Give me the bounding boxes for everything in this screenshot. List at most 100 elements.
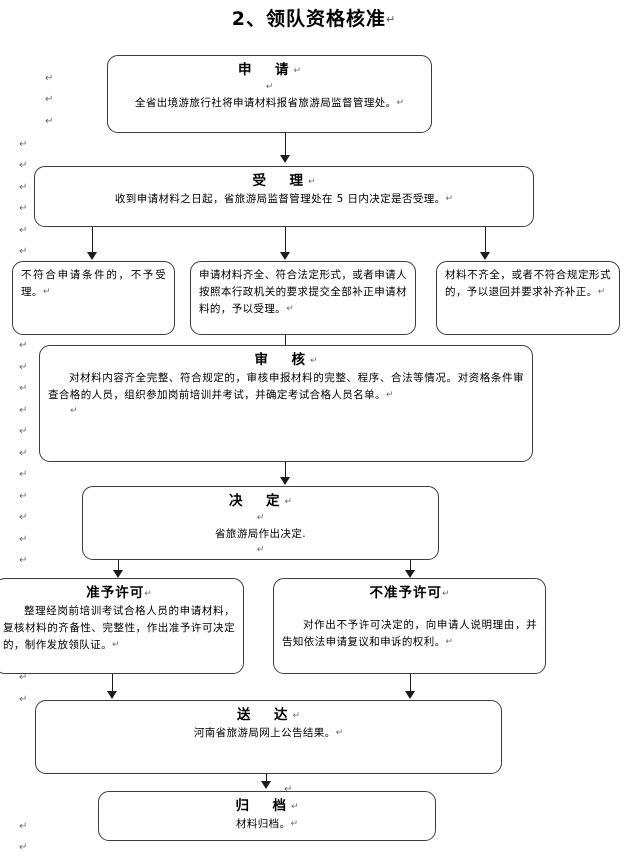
node-apply-blank: ↵	[116, 80, 423, 95]
connector-accept-to-return	[485, 227, 486, 252]
paragraph-mark-icon: ↵	[19, 469, 28, 480]
node-return-incomplete-body-text: 材料不齐全，或者不符合规定形式的，予以退回并要求补齐补正。	[445, 269, 611, 298]
connector-deliver-to-archive	[266, 774, 267, 784]
node-permit-denied-head-text: 不准予许可	[369, 585, 442, 601]
node-accept[interactable]: 受 理↵ 收到申请材料之日起，省旅游局监督管理处在 5 日内决定是否受理。↵	[34, 166, 534, 227]
node-deliver-body-text: 河南省旅游局网上公告结果。	[193, 727, 336, 739]
paragraph-mark-icon: ↵	[293, 66, 302, 76]
connector-accept-to-accept-complete	[285, 227, 286, 252]
arrowhead-icon	[107, 691, 117, 699]
paragraph-mark-icon: ↵	[19, 225, 28, 236]
node-decision-body: 省旅游局作出决定.	[91, 526, 430, 543]
paragraph-mark-icon: ↵	[19, 340, 28, 351]
arrowhead-icon	[113, 570, 123, 578]
paragraph-mark-icon: ↵	[19, 160, 28, 171]
node-accept-complete-body: 申请材料齐全、符合法定形式，或者申请人按照本行政机关的要求提交全部补正申请材料的…	[199, 267, 407, 318]
node-decision[interactable]: 决 定↵ ↵ 省旅游局作出决定. ↵	[82, 486, 439, 560]
node-review-head-text: 审 核	[254, 352, 310, 368]
node-accept-head-text: 受 理	[252, 173, 308, 189]
arrowhead-icon	[280, 155, 290, 163]
paragraph-mark-icon: ↵	[112, 640, 120, 650]
node-accept-head: 受 理↵	[43, 172, 525, 191]
node-accept-body-text: 收到申请材料之日起，省旅游局监督管理处在 5 日内决定是否受理。	[114, 193, 446, 205]
paragraph-mark-icon: ↵	[256, 545, 265, 555]
node-accept-body: 收到申请材料之日起，省旅游局监督管理处在 5 日内决定是否受理。↵	[43, 191, 525, 208]
connector-review-to-decision	[285, 462, 286, 477]
paragraph-mark-icon: ↵	[144, 589, 152, 599]
node-decision-blank-bottom: ↵	[91, 543, 430, 558]
node-accept-complete[interactable]: 申请材料齐全、符合法定形式，或者申请人按照本行政机关的要求提交全部补正申请材料的…	[190, 261, 416, 335]
node-permit-denied-body-text: 对作出不予许可决定的，向申请人说明理由，并告知依法申请复议和申诉的权利。	[282, 619, 537, 648]
paragraph-mark-icon: ↵	[441, 589, 450, 599]
paragraph-mark-icon: ↵	[45, 116, 54, 127]
node-reject-condition-body-text: 不符合申请条件的，不予受理。	[21, 269, 166, 298]
page-title: 2、领队资格核准↵	[0, 4, 627, 31]
paragraph-mark-icon: ↵	[445, 194, 454, 204]
paragraph-mark-icon: ↵	[19, 672, 28, 683]
paragraph-mark-icon: ↵	[19, 405, 28, 416]
paragraph-mark-icon: ↵	[335, 728, 344, 738]
node-apply[interactable]: 申 请↵ ↵ 全省出境游旅行社将申请材料报省旅游局监督管理处。↵	[107, 55, 432, 133]
paragraph-mark-icon: ↵	[45, 73, 54, 84]
paragraph-mark-icon: ↵	[19, 842, 28, 852]
node-reject-condition-body: 不符合申请条件的，不予受理。↵	[21, 267, 166, 301]
node-permit-denied-blank	[282, 603, 537, 617]
paragraph-mark-icon: ↵	[265, 82, 274, 92]
arrowhead-icon	[87, 252, 97, 260]
arrowhead-icon	[280, 477, 290, 485]
paragraph-mark-icon: ↵	[19, 694, 28, 705]
node-archive-body-text: 材料归档。	[235, 818, 291, 830]
paragraph-mark-icon: ↵	[19, 448, 28, 459]
node-deliver[interactable]: 送 达↵ 河南省旅游局网上公告结果。↵	[35, 700, 502, 774]
node-permit-granted-body-text: 整理经岗前培训考试合格人员的申请材料，复核材料的齐备性、完整性，作出准予许可决定…	[3, 605, 235, 651]
paragraph-mark-icon: ↵	[19, 555, 28, 566]
node-archive[interactable]: 归 档↵ 材料归档。↵	[98, 791, 436, 841]
paragraph-mark-icon: ↵	[256, 513, 265, 523]
node-decision-body-text: 省旅游局作出决定.	[215, 528, 306, 540]
node-permit-denied-body: 对作出不予许可决定的，向申请人说明理由，并告知依法申请复议和申诉的权利。↵	[282, 617, 537, 651]
node-return-incomplete[interactable]: 材料不齐全，或者不符合规定形式的，予以退回并要求补齐补正。↵	[436, 261, 620, 335]
paragraph-mark-icon: ↵	[307, 177, 316, 187]
node-archive-head: 归 档↵	[107, 797, 427, 816]
connector-decision-to-denied	[410, 560, 411, 572]
node-permit-denied[interactable]: 不准予许可↵ 对作出不予许可决定的，向申请人说明理由，并告知依法申请复议和申诉的…	[273, 578, 546, 674]
node-permit-granted[interactable]: 准予许可↵ 整理经岗前培训考试合格人员的申请材料，复核材料的齐备性、完整性，作出…	[0, 578, 244, 674]
node-review-body: 对材料内容齐全完整、符合规定的，审核申报材料的完整、程序、合法等情况。对资格条件…	[48, 370, 524, 404]
node-apply-head-text: 申 请	[237, 62, 294, 78]
paragraph-mark-icon: ↵	[45, 94, 54, 105]
paragraph-mark-icon: ↵	[19, 426, 28, 437]
paragraph-mark-icon: ↵	[445, 637, 454, 647]
paragraph-mark-icon: ↵	[19, 534, 28, 545]
node-permit-denied-head: 不准予许可↵	[282, 584, 537, 603]
node-decision-blank-top: ↵	[91, 511, 430, 526]
paragraph-mark-icon: ↵	[386, 13, 396, 26]
node-apply-body-text: 全省出境游旅行社将申请材料报省旅游局监督管理处。	[134, 97, 397, 109]
arrowhead-icon	[480, 252, 490, 260]
node-permit-granted-body: 整理经岗前培训考试合格人员的申请材料，复核材料的齐备性、完整性，作出准予许可决定…	[3, 603, 235, 654]
node-deliver-head: 送 达↵	[44, 706, 493, 725]
node-review-head: 审 核↵	[48, 351, 524, 370]
node-permit-granted-head: 准予许可↵	[3, 584, 235, 603]
paragraph-mark-icon: ↵	[290, 802, 299, 812]
paragraph-mark-icon: ↵	[290, 819, 299, 829]
paragraph-mark-icon: ↵	[19, 383, 28, 394]
paragraph-mark-icon: ↵	[19, 203, 28, 214]
node-return-incomplete-body: 材料不齐全，或者不符合规定形式的，予以退回并要求补齐补正。↵	[445, 267, 611, 301]
node-archive-body: 材料归档。↵	[107, 816, 427, 833]
paragraph-mark-icon: ↵	[309, 356, 318, 366]
arrowhead-icon	[405, 691, 415, 699]
paragraph-mark-icon: ↵	[19, 491, 28, 502]
node-review[interactable]: 审 核↵ 对材料内容齐全完整、符合规定的，审核申报材料的完整、程序、合法等情况。…	[39, 345, 533, 462]
node-apply-head: 申 请↵	[116, 61, 423, 80]
node-apply-body: 全省出境游旅行社将申请材料报省旅游局监督管理处。↵	[116, 95, 423, 112]
connector-apply-to-accept	[285, 133, 286, 155]
paragraph-mark-icon: ↵	[70, 406, 78, 416]
connector-denied-to-deliver	[410, 674, 411, 691]
paragraph-mark-icon: ↵	[19, 246, 28, 257]
arrowhead-icon	[280, 252, 290, 260]
paragraph-mark-icon: ↵	[292, 711, 301, 721]
node-reject-condition[interactable]: 不符合申请条件的，不予受理。↵	[12, 261, 175, 335]
arrowhead-icon	[261, 781, 271, 789]
paragraph-mark-icon: ↵	[19, 362, 28, 373]
